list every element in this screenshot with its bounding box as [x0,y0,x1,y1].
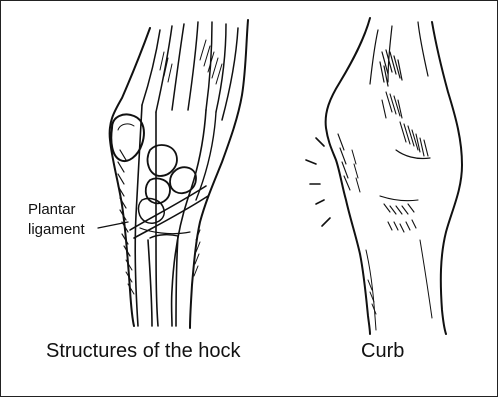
caption-curb: Curb [361,340,404,363]
curb-drawing [306,18,462,334]
caption-structures-of-the-hock: Structures of the hock [46,340,241,363]
hock-structures-drawing [110,20,248,328]
label-line-1: Plantar [28,200,85,220]
label-line-2: ligament [28,220,85,240]
plantar-ligament-label: Plantar ligament [28,200,85,240]
